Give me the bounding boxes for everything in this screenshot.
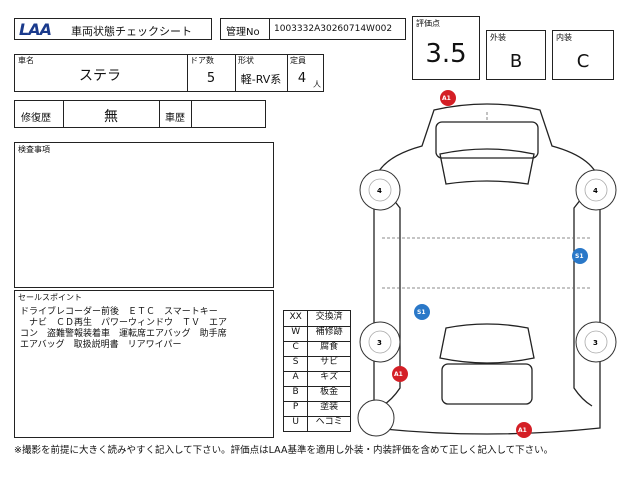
sales-label: セールスポイント [18,293,82,302]
doors-label: ドア数 [190,56,214,65]
legend-meaning: 交換済 [308,311,351,327]
roof-outline [435,121,539,159]
legend-meaning: 塗装 [308,401,351,417]
history-row: 修復歴 無 車歴 [14,100,266,128]
sales-line: コン 盗難警報装着車 運転席エアバッグ 助手席 [20,329,227,339]
capacity-label: 定員 [290,56,306,65]
svg-text:S1: S1 [575,253,584,260]
tire-grade-fr: 4 [593,187,598,195]
score-label: 評価点 [416,19,440,28]
tires [357,169,617,437]
shape-value: 軽-RV系 [240,73,282,86]
car-diagram: 4 4 3 3 A1 S1 S1 A1 A1 [357,90,617,438]
legend-code: S [284,356,309,372]
mgmt-no-box: 管理No 1003332A30260714W002 [220,18,406,40]
interior-grade: C [576,51,590,72]
capacity-unit: 人 [313,80,321,89]
sheet-title: 車両状態チェックシート [71,25,192,38]
svg-text:A1: A1 [442,95,451,102]
divider-4 [63,101,64,127]
repair-label: 修復歴 [21,113,51,124]
legend-code: A [284,371,309,387]
sales-line: ドライブレコーダー前後 ＥＴＣ スマートキー [20,307,218,317]
score-value: 3.5 [425,39,467,69]
car-name-value: ステラ [79,68,121,84]
legend-meaning: ヘコミ [308,416,351,432]
legend-meaning: キズ [308,371,351,387]
svg-text:A1: A1 [518,427,527,434]
footer-note: ※撮影を前提に大きく読みやすく記入して下さい。評価点はLAA基準を適用し外装・内… [14,445,554,456]
repair-value: 無 [104,109,118,125]
sales-text: ドライブレコーダー前後 ＥＴＣ スマートキー ナビ ＣＤ再生 パワーウィンドウ … [20,307,227,351]
exterior-grade: B [509,51,523,72]
mark-right-side: S1 [572,248,588,264]
vehicle-row: 車名 ステラ ドア数 5 形状 軽-RV系 定員 4 人 [14,54,324,92]
doors-value: 5 [206,71,216,86]
inspection-box: 検査事項 [14,142,274,288]
mgmt-value: 1003332A30260714W002 [274,24,393,34]
mark-left-side: S1 [414,304,430,320]
tire-grade-rr: 3 [593,339,598,347]
tire-grade-fl: 4 [377,187,382,195]
mark-rear: A1 [516,422,532,438]
sales-line: エアバッグ 取扱説明書 リアワイパー [20,340,182,350]
legend-meaning: 補修跡 [308,326,351,342]
divider-6 [191,101,192,127]
interior-label: 内装 [556,33,572,42]
mgmt-label: 管理No [226,27,260,38]
car-name-label: 車名 [18,56,34,65]
rear-hatch [441,363,533,405]
legend-meaning: 板金 [308,386,351,402]
legend-code: P [284,401,309,417]
spare-tire [357,399,395,437]
tire-hub-rr [584,330,608,354]
interior-box: 内装 C [552,30,614,80]
inspection-label: 検査事項 [18,145,50,154]
windshield-rear [439,323,535,364]
tire-grade-rl: 3 [377,339,382,347]
legend-meaning: 腐食 [308,341,351,357]
car-history-label: 車歴 [165,113,185,124]
legend-code: C [284,341,309,357]
tire-hub-fl [368,178,392,202]
header-logo-box: LAA 車両状態チェックシート [14,18,212,40]
legend-code: B [284,386,309,402]
legend-code: U [284,416,309,432]
tire-hub-fr [584,178,608,202]
legend-meaning: サビ [308,356,351,372]
laa-logo: LAA [19,20,52,39]
legend-code: XX [284,311,309,327]
sales-box: セールスポイント ドライブレコーダー前後 ＥＴＣ スマートキー ナビ ＣＤ再生 … [14,290,274,438]
mark-front: A1 [440,90,456,106]
shape-label: 形状 [238,56,254,65]
mgmt-divider [269,19,270,39]
side-right [573,183,593,407]
score-box: 評価点 3.5 [412,16,480,80]
exterior-box: 外装 B [486,30,546,80]
capacity-value: 4 [297,71,307,86]
svg-text:S1: S1 [417,309,426,316]
body-outline [373,103,601,435]
sales-line: ナビ ＣＤ再生 パワーウィンドウ ＴＶ エア [20,318,228,328]
windshield-front [439,148,535,185]
divider-3 [287,55,288,91]
svg-text:A1: A1 [394,371,403,378]
exterior-label: 外装 [490,33,506,42]
mark-rear-left: A1 [392,366,408,382]
divider-2 [235,55,236,91]
legend-code: W [284,326,309,342]
divider-1 [187,55,188,91]
divider-5 [159,101,160,127]
tire-hub-rl [368,330,392,354]
